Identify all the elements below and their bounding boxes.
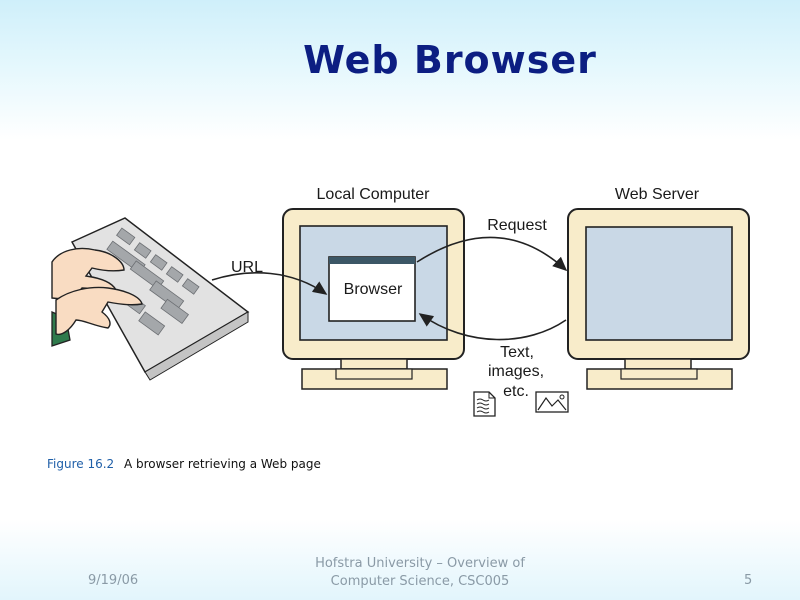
request-arrow xyxy=(416,236,568,272)
response-label-line1: Text, xyxy=(500,344,534,361)
slide-title: Web Browser xyxy=(303,38,597,82)
server-monitor-stand xyxy=(624,358,692,370)
local-computer xyxy=(282,208,465,390)
browser-label: Browser xyxy=(344,281,403,298)
request-label: Request xyxy=(487,217,547,234)
local-monitor-stand xyxy=(340,358,408,370)
footer-date: 9/19/06 xyxy=(88,573,139,588)
image-icon xyxy=(535,391,569,413)
url-arrow xyxy=(211,272,328,295)
left-hand xyxy=(51,247,125,300)
keyboard-with-hands xyxy=(51,217,250,381)
figure-caption: Figure 16.2 A browser retrieving a Web p… xyxy=(47,457,321,471)
footer-course: Hofstra University – Overview of Compute… xyxy=(250,555,590,591)
web-server-label: Web Server xyxy=(615,186,700,203)
right-hand xyxy=(55,286,143,336)
figure-caption-text: A browser retrieving a Web page xyxy=(124,457,321,471)
browser-window xyxy=(328,256,416,322)
server-screen xyxy=(585,226,733,341)
browser-titlebar xyxy=(329,257,415,264)
local-computer-label: Local Computer xyxy=(317,186,431,203)
footer-page-number: 5 xyxy=(744,573,753,588)
document-icon xyxy=(473,391,496,417)
keyboard-keys xyxy=(106,227,200,336)
response-label-line3: etc. xyxy=(503,383,529,400)
figure-number: Figure 16.2 xyxy=(47,457,115,471)
response-arrow xyxy=(418,313,567,341)
url-label: URL xyxy=(231,259,263,276)
response-label-line2: images, xyxy=(488,363,544,380)
web-server xyxy=(567,208,750,390)
footer-course-line2: Computer Science, CSC005 xyxy=(330,574,510,589)
footer-course-line1: Hofstra University – Overview of xyxy=(315,556,525,571)
